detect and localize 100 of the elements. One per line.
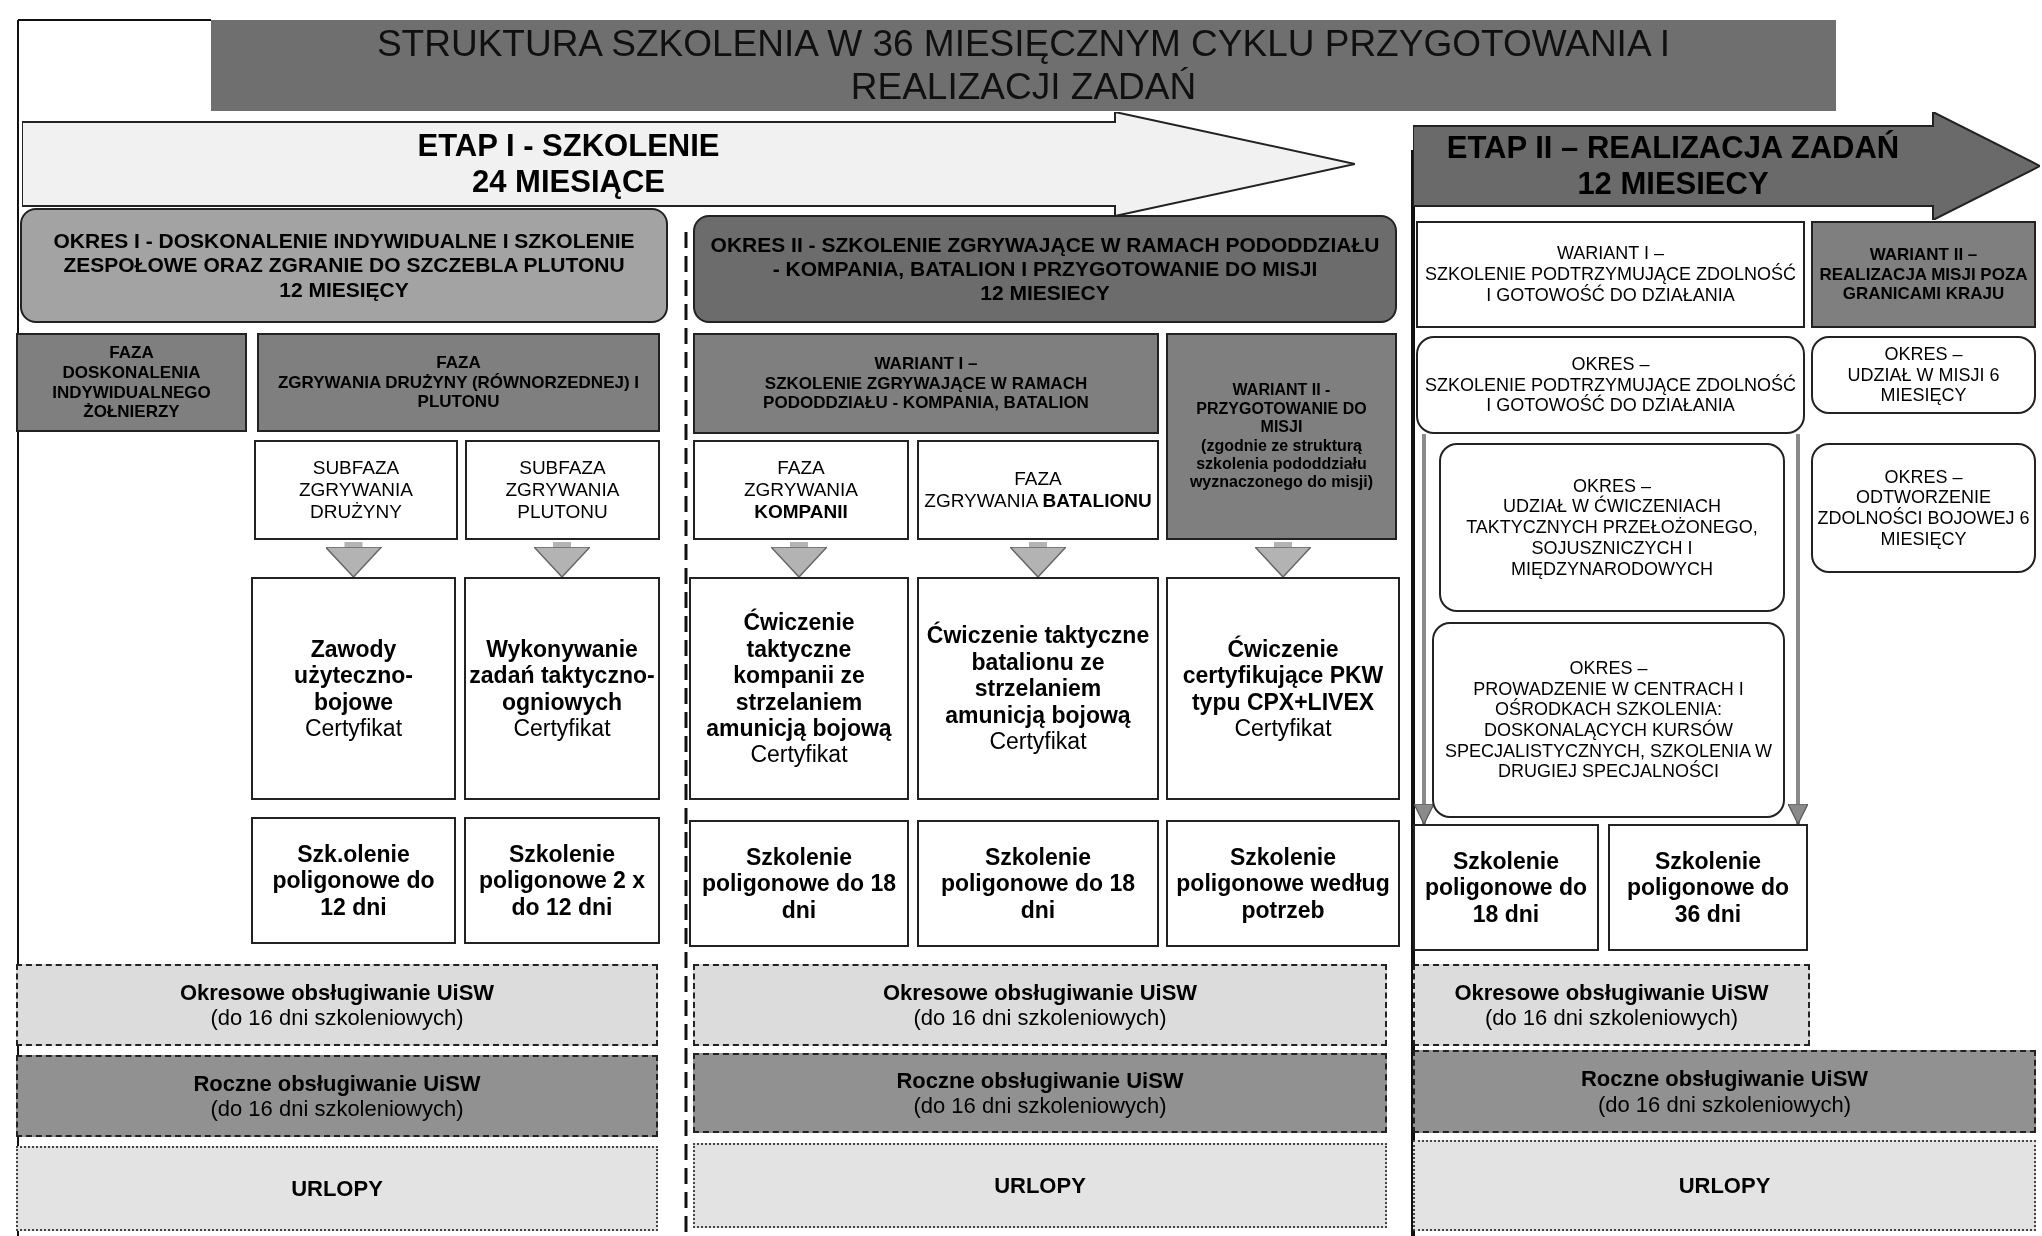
range-training-box (251, 817, 456, 944)
box-text: Certyfikat (513, 714, 611, 742)
box-text: ZGRYWANIA DRUŻYNY (RÓWNORZEDNEJ) I PLUTONU (276, 372, 641, 412)
range-training-box (1166, 820, 1400, 947)
exercise-box (917, 577, 1159, 800)
box-text: PROWADZENIE W CENTRACH I OŚRODKACH SZKOLENIA: DOSKONALĄCYCH KURSÓW SPECJALISTYCZNYCH, SZKOLENIA W DRUGIEJ SPECJALNOŚCI (1443, 678, 1774, 783)
phase-box (257, 333, 660, 432)
box-text: FAZA (436, 353, 481, 373)
box-text: SUBFAZA (312, 457, 400, 480)
band-box (1413, 1140, 2036, 1231)
box-text: 24 MIESIĄCE (472, 164, 665, 200)
box-text: UDZIAŁ W ĆWICZENIACH TAKTYCZNYCH PRZEŁOŻONEGO, SOJUSZNICZYCH I MIĘDZYNARODOWYCH (1465, 496, 1759, 580)
box-text: Certyfikat (989, 728, 1087, 755)
box-text: Szk.olenie poligonowe do 12 dni (271, 840, 436, 921)
box-text: Roczne obsługiwanie UiSW (1580, 1066, 1869, 1092)
band-box (693, 1053, 1387, 1133)
exercise-box (251, 577, 456, 800)
box-text: ETAP I - SZKOLENIE (417, 128, 720, 164)
period-box (1432, 622, 1785, 818)
box-text: Okresowe obsługiwanie UiSW (1454, 979, 1769, 1005)
box-text: Roczne obsługiwanie UiSW (896, 1067, 1184, 1093)
box-text: Szkolenie poligonowe według potrzeb (1175, 843, 1391, 924)
box-text: (do 16 dni szkoleniowych) (1597, 1091, 1852, 1117)
box-text: Ćwiczenie certyfikujące PKW typu CPX+LIVEX (1181, 635, 1385, 715)
range-training-box (464, 817, 660, 944)
box-text: ODTWORZENIE ZDOLNOŚCI BOJOWEJ 6 MIESIĘCY (1817, 487, 2030, 550)
block-arrow (1009, 542, 1067, 578)
band-box (693, 1143, 1387, 1228)
box-text: Ćwiczenie taktyczne kompanii ze strzelaniem amunicją bojową (705, 609, 893, 742)
exercise-box (464, 577, 660, 800)
diagram-title: STRUKTURA SZKOLENIA W 36 MIESIĘCZNYM CYKLU PRZYGOTOWANIA I REALIZACJI ZADAŃ (211, 20, 1836, 111)
period-box (1811, 336, 2036, 414)
box-text: (do 16 dni szkoleniowych) (913, 1093, 1167, 1119)
period-box (1416, 336, 1805, 434)
box-text: OKRES – (1884, 343, 1963, 365)
box-text: FAZA (1014, 468, 1062, 490)
box-text: OKRES II - SZKOLENIE ZGRYWAJĄCE W RAMACH PODODDZIAŁU - KOMPANIA, BATALION I PRZYGOTOWANIE DO MISJI (709, 232, 1381, 282)
stage-arrow (1413, 112, 2040, 220)
phase-box (1811, 221, 2036, 328)
box-text: ETAP II – REALIZACJA ZADAŃ (1446, 130, 1900, 166)
box-text: (do 16 dni szkoleniowych) (913, 1005, 1167, 1031)
arrow (1787, 434, 1809, 825)
box-text: WARIANT II – REALIZACJA MISJI POZA GRANICAMI KRAJU (1819, 245, 2028, 304)
band-box (16, 1055, 658, 1137)
box-text: SZKOLENIE ZGRYWAJĄCE W RAMACH PODODDZIAŁU - KOMPANIA, BATALION (762, 373, 1090, 413)
box-text: URLOPY (994, 1172, 1086, 1199)
period-box (1439, 443, 1785, 612)
block-arrow (533, 542, 591, 578)
box-text: (do 16 dni szkoleniowych) (210, 1096, 464, 1122)
band-box (1413, 964, 1810, 1046)
period-box (20, 208, 668, 323)
box-text: (zgodnie ze strukturą szkolenia pododdziału wyznaczonego do misji) (1188, 436, 1375, 492)
period-box (1811, 443, 2036, 573)
subphase-box (254, 440, 458, 540)
box-text: 12 MIESIECY (980, 281, 1110, 306)
box-text: (do 16 dni szkoleniowych) (210, 1005, 464, 1031)
box-text: SZKOLENIE PODTRZYMUJĄCE ZDOLNOŚĆ I GOTOWOŚĆ DO DZIAŁANIA (1423, 374, 1798, 417)
box-text: URLOPY (1678, 1172, 1771, 1199)
box-text: Szkolenie poligonowe do 36 dni (1625, 847, 1791, 928)
box-text: Szkolenie poligonowe do 18 dni (1423, 847, 1589, 928)
range-training-box (1413, 824, 1599, 951)
exercise-box (1166, 577, 1400, 800)
box-text: Okresowe obsługiwanie UiSW (179, 979, 495, 1005)
box-text: OKRES – (1569, 657, 1648, 679)
box-text: OKRES – (1884, 466, 1963, 488)
block-arrow (1254, 542, 1312, 578)
box-text: Okresowe obsługiwanie UiSW (882, 979, 1198, 1005)
box-text: URLOPY (291, 1175, 383, 1202)
box-text: ZGRYWANIA DRUŻYNY (298, 479, 414, 523)
box-text: Certyfikat (750, 741, 848, 768)
range-training-box (1608, 824, 1808, 951)
range-training-box (917, 820, 1159, 947)
box-text: SZKOLENIE PODTRZYMUJĄCE ZDOLNOŚĆ I GOTOWOŚĆ DO DZIAŁANIA (1423, 264, 1798, 306)
box-text: 12 MIESIECY (1577, 166, 1769, 202)
subphase-box (693, 440, 909, 540)
phase-box (16, 333, 247, 432)
subphase-box (917, 440, 1159, 540)
band-box (16, 964, 658, 1046)
arrow (1413, 434, 1435, 825)
box-text: FAZA (109, 343, 154, 363)
box-text: ZGRYWANIA KOMPANII (743, 479, 859, 523)
box-text: Szkolenie poligonowe do 18 dni (939, 843, 1137, 924)
box-text: Wykonywanie zadań taktyczno-ogniowych (469, 635, 655, 715)
box-text: (do 16 dni szkoleniowych) (1484, 1005, 1739, 1031)
band-box (16, 1146, 658, 1231)
block-arrow (770, 542, 828, 578)
box-text: 12 MIESIĘCY (279, 277, 409, 302)
period-box (1416, 221, 1805, 328)
box-text: Ćwiczenie taktyczne batalionu ze strzelaniem amunicją bojową (925, 622, 1151, 729)
phase-box (1166, 333, 1397, 540)
box-text: OKRES I - DOSKONALENIE INDYWIDUALNE I SZKOLENIE ZESPOŁOWE ORAZ ZGRANIE DO SZCZEBLA PLUTONU (52, 229, 636, 278)
stage-arrow (22, 112, 1355, 216)
box-text: SUBFAZA (519, 457, 606, 480)
box-text: Zawody użyteczno-bojowe (293, 635, 414, 715)
range-training-box (689, 820, 909, 947)
box-text: ZGRYWANIA PLUTONU (504, 479, 621, 523)
box-text: OKRES – (1571, 353, 1650, 375)
box-text: OKRES – (1573, 475, 1651, 496)
box-text: WARIANT II - PRZYGOTOWANIE DO MISJI (1195, 381, 1368, 437)
exercise-box (689, 577, 909, 800)
